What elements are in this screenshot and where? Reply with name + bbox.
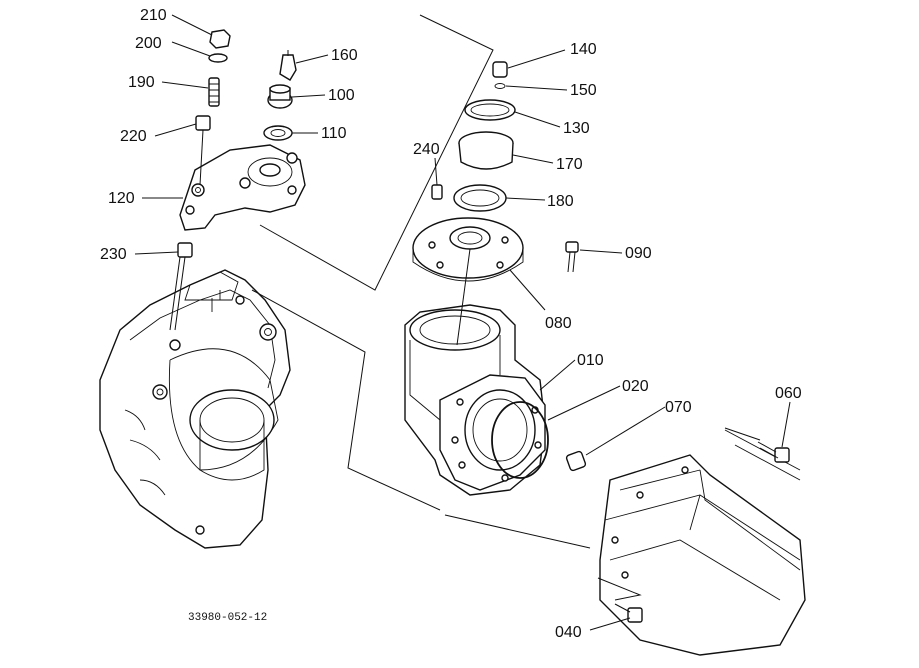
part-label-110: 110 (321, 125, 347, 142)
drawing-code: 33980-052-12 (188, 612, 267, 624)
assembly-guide-lines (251, 14, 761, 601)
part-label-120: 120 (108, 190, 135, 207)
part-label-040: 040 (555, 624, 582, 641)
part-label-080: 080 (545, 315, 572, 332)
axle-frame (599, 429, 806, 656)
part-label-190: 190 (128, 74, 155, 91)
part-label-160: 160 (331, 47, 358, 64)
axle-housing (404, 61, 587, 496)
part-label-170: 170 (556, 156, 583, 173)
part-label-220: 220 (120, 128, 147, 145)
part-label-150: 150 (570, 82, 597, 99)
part-label-140: 140 (570, 41, 597, 58)
part-label-070: 070 (665, 399, 692, 416)
part-label-060: 060 (775, 385, 802, 402)
steering-arm-assembly (169, 29, 306, 331)
part-label-020: 020 (622, 378, 649, 395)
part-label-130: 130 (563, 120, 590, 137)
gear-case-housing (99, 269, 291, 549)
part-label-240: 240 (413, 141, 440, 158)
part-labels: 210 200 190 220 120 230 160 100 110 140 … (100, 7, 802, 641)
part-label-230: 230 (100, 246, 127, 263)
part-label-090: 090 (625, 245, 652, 262)
part-label-010: 010 (577, 352, 604, 369)
leader-lines (134, 14, 791, 631)
part-label-210: 210 (140, 7, 167, 24)
part-label-180: 180 (547, 193, 574, 210)
part-label-100: 100 (328, 87, 355, 104)
part-label-200: 200 (135, 35, 162, 52)
